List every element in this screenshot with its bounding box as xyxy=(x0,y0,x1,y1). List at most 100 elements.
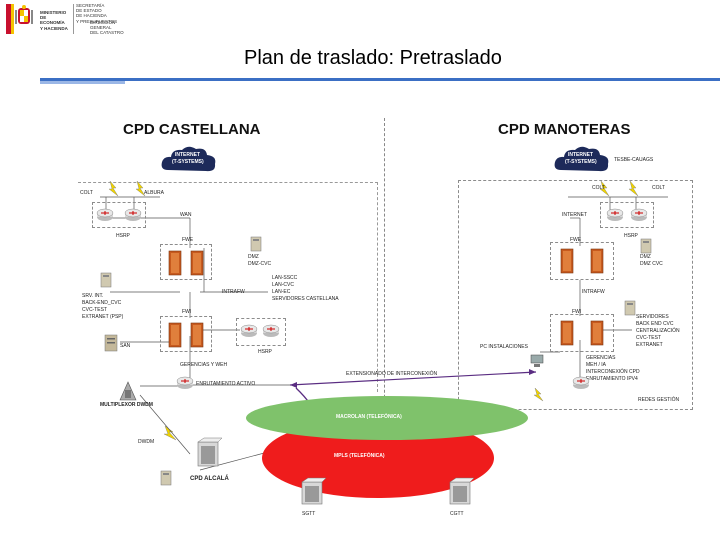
ministry-name: MINISTERIO DE ECONOMÍA Y HACIENDA xyxy=(40,10,70,31)
srv-item: SRV. INT. xyxy=(82,293,104,299)
extension-label: EXTENSIONADO DE INTERCONEXIÓN xyxy=(346,371,438,377)
datacenter-icon xyxy=(301,477,327,505)
redes-gestion-label: REDES GESTIÓN xyxy=(638,397,680,403)
firewall-icon xyxy=(168,250,182,276)
lan-item: LAN-CVC xyxy=(272,282,294,288)
intrafw-label: INTRAFW xyxy=(582,289,605,295)
page-title: Plan de traslado: Pretraslado xyxy=(244,47,502,69)
server-icon xyxy=(624,300,636,316)
internet-label: INTERNET xyxy=(568,152,593,158)
pc-icon xyxy=(530,354,544,367)
servidores-item: EXTRANET xyxy=(636,342,663,348)
direction-name: DIRECCIÓN GENERAL DEL CATASTRO xyxy=(90,20,130,36)
ministry-line: DE ECONOMÍA xyxy=(40,15,65,26)
albura-label: ALBURA xyxy=(144,190,165,196)
internet-label: INTERNET xyxy=(175,152,200,158)
firewall-icon xyxy=(190,250,204,276)
macrolan-label: MACROLAN (TELEFÓNICA) xyxy=(336,414,402,420)
hsrp-bottom-label: HSRP xyxy=(258,349,272,355)
firewall-icon xyxy=(190,322,204,348)
router-icon xyxy=(96,208,114,221)
gerencias-item: INTERCONEXIÓN CPD xyxy=(586,369,640,375)
internet-cloud-right: INTERNET (T-SYSTEMS) xyxy=(553,144,611,176)
router-icon xyxy=(572,376,590,389)
router-group-box xyxy=(236,318,286,346)
hsrp-label: HSRP xyxy=(624,233,638,239)
dmz-label: DMZ xyxy=(640,254,651,260)
cpd-manoteras-title: CPD MANOTERAS xyxy=(498,121,631,138)
secretariat-line: DE HACIENDA xyxy=(76,13,107,19)
fwi-label: FWI xyxy=(572,309,582,315)
direction-line: GENERAL xyxy=(90,25,112,31)
fwi-label: FWI xyxy=(182,309,192,315)
gerencias-label: GERENCIAS Y WEH xyxy=(180,362,228,368)
internet-provider-label: (T-SYSTEMS) xyxy=(565,159,597,165)
cpd-castellana-title: CPD CASTELLANA xyxy=(123,121,261,138)
logo-divider xyxy=(73,4,74,34)
server-icon xyxy=(160,470,172,486)
internet-cloud-left: INTERNET (T-SYSTEMS) xyxy=(160,144,218,176)
gerencias-item: ENRUTAMIENTO IPV4 xyxy=(586,376,638,382)
storage-icon xyxy=(104,334,118,352)
servidores-item: BACK END CVC xyxy=(636,321,674,327)
coat-of-arms-logo xyxy=(6,4,36,34)
title-rule xyxy=(40,78,720,81)
secretariat-line: DE ESTADO xyxy=(76,8,102,14)
colt-label: COLT xyxy=(652,185,665,191)
dmz-label: DMZ xyxy=(248,254,259,260)
router-icon xyxy=(630,208,648,221)
direction-line: DIRECCIÓN xyxy=(90,20,116,25)
cgtt-label: CGTT xyxy=(450,511,464,517)
firewall-icon xyxy=(168,322,182,348)
test-label: TESBE-CAUAGS xyxy=(614,157,654,163)
dmz-cvc-label: DMZ CVC xyxy=(640,261,663,267)
manoteras-boundary xyxy=(458,180,693,410)
server-icon xyxy=(100,272,112,288)
lan-item: LAN-SSCC xyxy=(272,275,298,281)
firewall-icon xyxy=(590,320,604,346)
firewall-group-box xyxy=(550,314,614,352)
router-icon xyxy=(606,208,624,221)
direction-line: DEL CATASTRO xyxy=(90,30,124,36)
mpls-label: MPLS (TELEFÓNICA) xyxy=(334,453,385,459)
servidores-item: CENTRALIZACIÓN xyxy=(636,328,680,334)
router-icon xyxy=(262,324,280,337)
secretariat-name: SECRETARÍA DE ESTADO DE HACIENDA Y PRESU… xyxy=(76,3,120,24)
router-group-box xyxy=(92,202,146,228)
lan-item: LAN-EC xyxy=(272,289,291,295)
dwdm-label: DWDM xyxy=(138,439,155,445)
macrolan-cloud xyxy=(246,396,528,440)
internet-provider-label: (T-SYSTEMS) xyxy=(172,159,204,165)
dmz-cvc-label: DMZ-CVC xyxy=(248,261,272,267)
firewall-icon xyxy=(560,320,574,346)
hsrp-label: HSRP xyxy=(116,233,130,239)
pc-instalaciones-label: PC INSTALACIONES xyxy=(480,344,528,350)
cpd-alcala-label: CPD ALCALÁ xyxy=(190,476,229,482)
router-icon xyxy=(176,376,194,389)
server-icon xyxy=(250,236,262,252)
datacenter-icon xyxy=(197,437,223,467)
server-icon xyxy=(640,238,652,254)
secretariat-line: Y PRESUPUESTOS xyxy=(76,18,118,24)
multiplexor-label: MULTIPLEXOR DWDM xyxy=(100,402,153,408)
secretariat-line: SECRETARÍA xyxy=(76,3,105,8)
ministry-line: Y HACIENDA xyxy=(40,25,68,31)
title-rule-accent xyxy=(40,81,125,84)
fwe-label: FWE xyxy=(182,237,194,243)
firewall-group-box xyxy=(160,316,212,352)
colt-label: COLT xyxy=(80,190,93,196)
gerencias-item: GERENCIAS xyxy=(586,355,616,361)
ministry-line: MINISTERIO xyxy=(40,10,67,15)
router-group-box xyxy=(600,202,654,228)
firewall-group-box xyxy=(160,244,212,280)
multiplexor-icon xyxy=(119,381,137,401)
sgtt-label: SGTT xyxy=(302,511,316,517)
router-icon xyxy=(240,324,258,337)
servidores-item: SERVIDORES xyxy=(636,314,669,320)
datacenter-icon xyxy=(449,477,475,505)
srv-item: BACK-END_CVC xyxy=(82,300,122,306)
router-icon xyxy=(124,208,142,221)
site-divider xyxy=(384,118,385,438)
firewall-icon xyxy=(590,248,604,274)
